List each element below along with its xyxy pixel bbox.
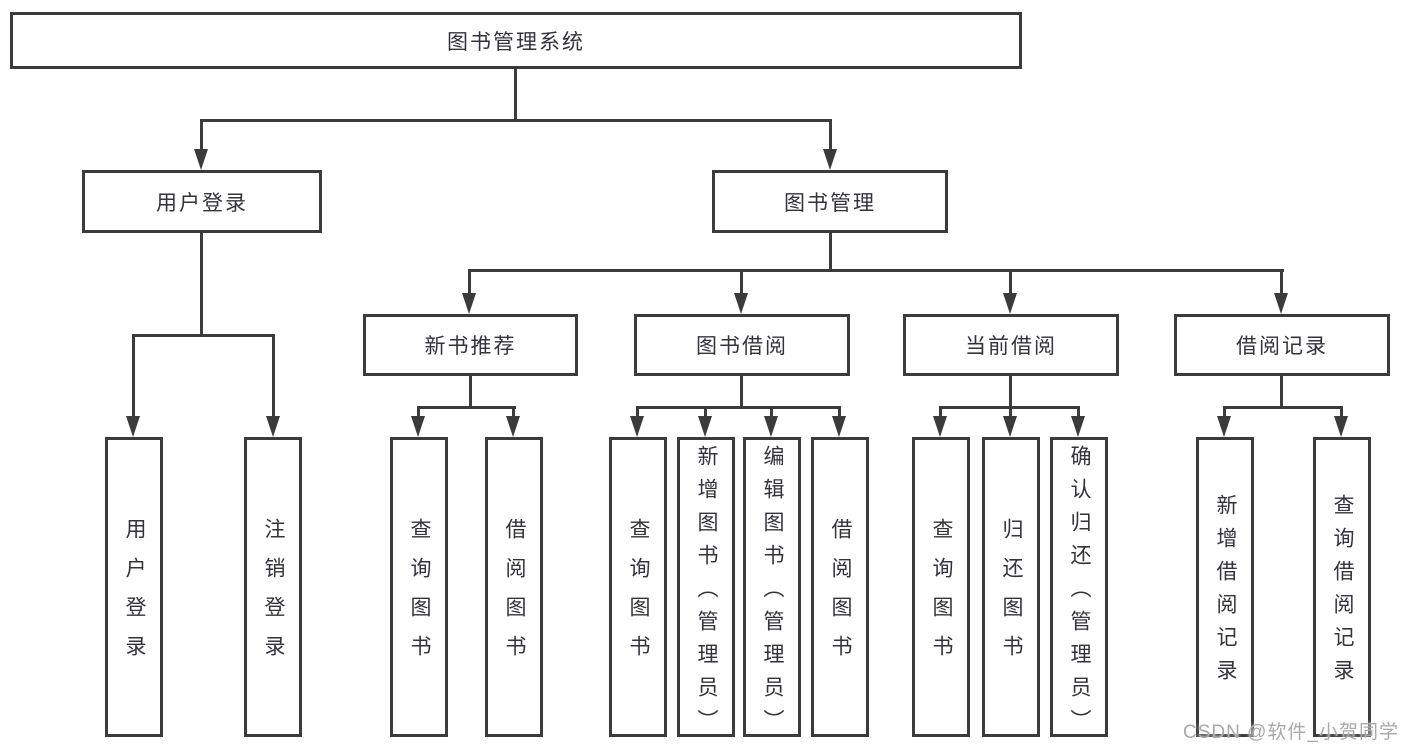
arrow-down-icon	[506, 416, 520, 437]
arrow-down-icon	[1334, 416, 1348, 437]
node-borrow-records: 借阅记录	[1174, 314, 1390, 376]
arrow-down-icon	[933, 416, 947, 437]
connector-drop-leaf-user-login	[132, 334, 135, 418]
leaf-label: 确认归还（管理员）	[1068, 444, 1091, 742]
leaf-label: 新增图书（管理员）	[695, 444, 718, 742]
arrow-down-icon	[823, 149, 837, 170]
leaf-label: 用户登录	[123, 518, 146, 674]
leaf-query-books-recommend: 查询图书	[390, 437, 448, 737]
leaf-query-books-current: 查询图书	[912, 437, 970, 737]
leaf-add-books-admin: 新增图书（管理员）	[677, 437, 735, 742]
node-book-management: 图书管理	[712, 170, 948, 233]
leaf-label: 新增借阅记录	[1214, 494, 1237, 692]
connector-borrow-splitter	[636, 406, 841, 409]
leaf-borrow-books: 借阅图书	[811, 437, 869, 737]
arrow-down-icon	[411, 416, 425, 437]
node-label: 用户登录	[156, 191, 248, 215]
arrow-down-icon	[1217, 416, 1231, 437]
node-user-login: 用户登录	[82, 170, 322, 233]
node-label: 借阅记录	[1236, 335, 1328, 358]
leaf-edit-books-admin: 编辑图书（管理员）	[743, 437, 801, 742]
connector-drop-leaf-logout	[272, 334, 275, 418]
arrow-down-icon	[462, 293, 476, 314]
connector-drop	[1223, 406, 1226, 417]
arrow-down-icon	[1003, 416, 1017, 437]
leaf-label: 查询图书	[627, 518, 650, 674]
leaf-label: 归还图书	[1000, 518, 1023, 674]
node-label: 图书借阅	[696, 335, 788, 358]
leaf-logout: 注销登录	[244, 437, 302, 737]
leaf-label: 查询借阅记录	[1331, 494, 1354, 692]
node-new-book-recommend: 新书推荐	[363, 314, 578, 376]
connector-drop	[512, 406, 515, 417]
connector-root-stub	[514, 69, 517, 120]
connector-current-stub	[1009, 376, 1012, 409]
leaf-label: 借阅图书	[829, 518, 852, 674]
csdn-watermark: CSDN @软件_小贺同学	[1183, 722, 1399, 743]
connector-recommend-stub	[469, 376, 472, 409]
arrow-down-icon	[1071, 416, 1085, 437]
leaf-query-books-borrow: 查询图书	[609, 437, 667, 737]
node-label: 图书管理系统	[447, 30, 585, 54]
arrow-down-icon	[194, 149, 208, 170]
connector-userlogin-stub	[200, 233, 203, 337]
connector-bookmgmt-splitter	[468, 269, 1284, 272]
node-label: 当前借阅	[965, 335, 1057, 358]
node-label: 新书推荐	[424, 335, 517, 358]
connector-drop-borrow-records	[1280, 269, 1283, 294]
leaf-borrow-books-recommend: 借阅图书	[485, 437, 543, 737]
connector-drop	[770, 406, 773, 417]
arrow-down-icon	[126, 416, 140, 437]
connector-drop	[1340, 406, 1343, 417]
connector-drop	[636, 406, 639, 417]
arrow-down-icon	[698, 416, 712, 437]
arrow-down-icon	[832, 416, 846, 437]
connector-drop-book-management	[829, 119, 832, 150]
arrow-down-icon	[1274, 293, 1288, 314]
connector-drop	[1077, 406, 1080, 417]
arrow-down-icon	[1003, 293, 1017, 314]
connector-borrow-stub	[740, 376, 743, 409]
node-book-borrow: 图书借阅	[634, 314, 850, 376]
leaf-user-login: 用户登录	[105, 437, 163, 737]
leaf-label: 注销登录	[262, 518, 285, 674]
connector-drop	[939, 406, 942, 417]
connector-drop-new-book-recommend	[468, 269, 471, 294]
connector-drop-current-borrow	[1009, 269, 1012, 294]
connector-recommend-splitter	[417, 406, 516, 409]
connector-drop	[838, 406, 841, 417]
connector-drop-user-login	[200, 119, 203, 150]
leaf-label: 借阅图书	[503, 518, 526, 674]
connector-bookmgmt-stub	[829, 233, 832, 272]
arrow-down-icon	[266, 416, 280, 437]
leaf-query-borrow-record: 查询借阅记录	[1313, 437, 1371, 737]
connector-drop	[704, 406, 707, 417]
leaf-return-books: 归还图书	[982, 437, 1040, 737]
connector-userlogin-splitter	[132, 334, 275, 337]
leaf-label: 查询图书	[408, 518, 431, 674]
leaf-confirm-return-admin: 确认归还（管理员）	[1050, 437, 1108, 742]
node-label: 图书管理	[784, 191, 876, 215]
arrow-down-icon	[630, 416, 644, 437]
connector-drop	[1009, 406, 1012, 417]
node-current-borrow: 当前借阅	[903, 314, 1119, 376]
leaf-add-borrow-record: 新增借阅记录	[1196, 437, 1254, 737]
node-library-system-root: 图书管理系统	[10, 12, 1022, 69]
connector-records-splitter	[1223, 406, 1343, 409]
connector-drop	[417, 406, 420, 417]
arrow-down-icon	[734, 293, 748, 314]
leaf-label: 编辑图书（管理员）	[761, 444, 784, 742]
leaf-label: 查询图书	[930, 518, 953, 674]
connector-drop-book-borrow	[740, 269, 743, 294]
connector-records-stub	[1280, 376, 1283, 409]
connector-root-splitter	[200, 119, 832, 122]
arrow-down-icon	[764, 416, 778, 437]
